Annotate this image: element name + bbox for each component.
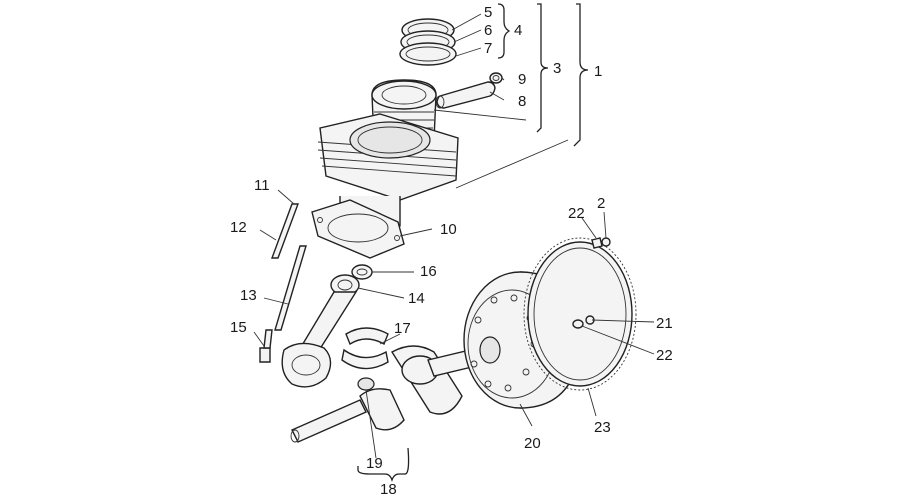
label-9: 9 [518,71,526,88]
bracket-group-18 [357,447,410,483]
label-3: 3 [553,60,561,77]
bracket-group-1 [573,3,589,147]
piston-rings [399,18,457,66]
circlip [489,72,503,84]
label-6: 6 [484,22,492,39]
label-8: 8 [518,93,526,110]
piston-pin [435,81,496,109]
label-12: 12 [230,219,247,236]
label-23: 23 [594,419,611,436]
stud-bolts [270,203,307,331]
label-2: 2 [597,195,605,212]
label-14: 14 [408,290,425,307]
label-17: 17 [394,320,411,337]
ring-gear [523,237,637,391]
label-7: 7 [484,40,492,57]
label-22-upper: 22 [568,205,585,222]
label-21: 21 [656,315,673,332]
label-16: 16 [420,263,437,280]
bolt [259,329,273,363]
label-13: 13 [240,287,257,304]
base-gasket [311,199,405,259]
label-20: 20 [524,435,541,452]
bracket-group-3 [536,3,549,133]
label-15: 15 [230,319,247,336]
label-18: 18 [380,481,397,498]
label-11: 11 [254,177,270,194]
part-labels: 5 6 4 7 3 1 9 8 11 10 12 16 13 14 15 17 … [230,4,673,498]
label-19: 19 [366,455,383,472]
flywheel-bolts [572,237,611,329]
small-end-bush [351,264,373,280]
label-22-lower: 22 [656,347,673,364]
label-5: 5 [484,4,492,21]
crankshaft [290,345,477,443]
bracket-group-4 [497,3,511,59]
leader-lines [253,13,655,459]
label-4: 4 [514,22,522,39]
connecting-rod [281,274,360,388]
label-1: 1 [594,63,602,80]
label-10: 10 [440,221,457,238]
bearing-shells [341,327,389,370]
